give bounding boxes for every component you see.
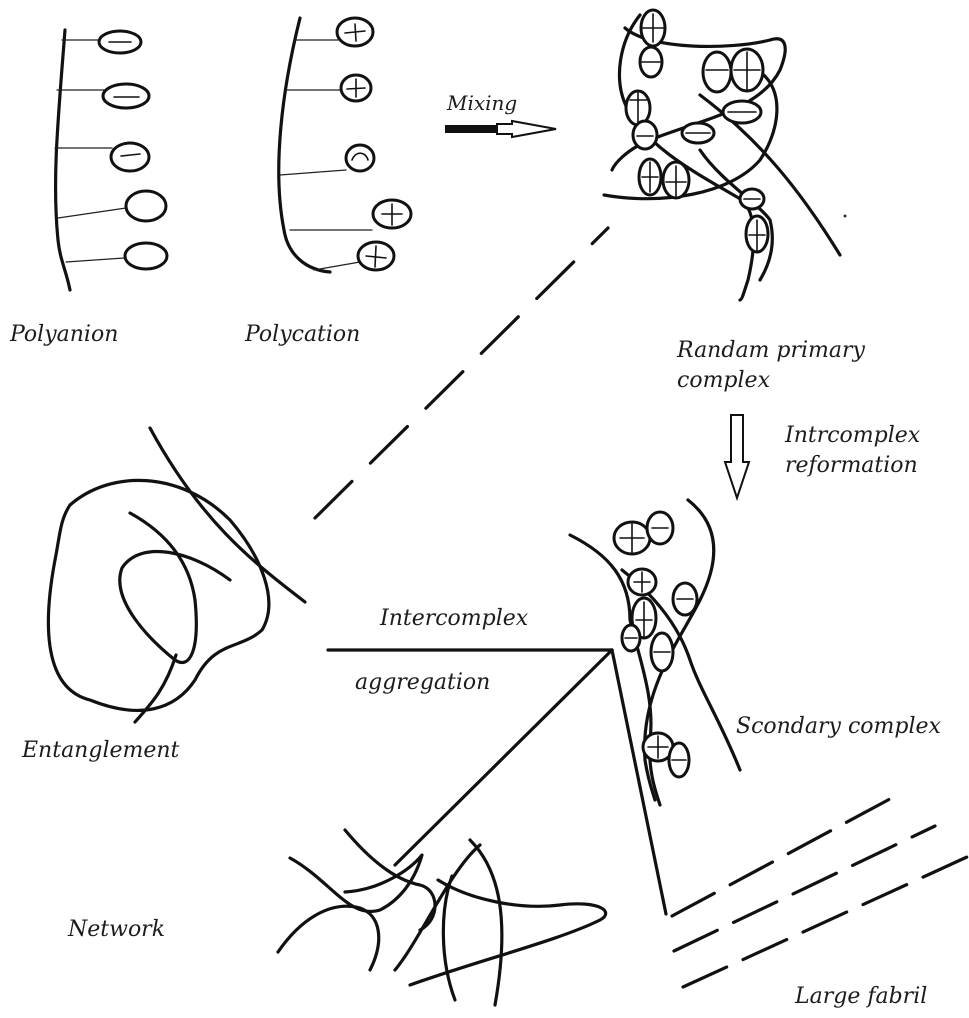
secondary-complex-figure bbox=[570, 500, 740, 805]
network-label: Network bbox=[68, 917, 165, 942]
intercomplex-label-line1: Intercomplex bbox=[380, 606, 528, 631]
entanglement-figure bbox=[48, 428, 305, 722]
mixing-arrow bbox=[445, 121, 556, 137]
random-primary-complex-label-line1: Randam primary bbox=[677, 338, 865, 363]
intracomplex-label-line1: Intrcomplex bbox=[785, 423, 920, 448]
large-fibril-figure bbox=[672, 793, 967, 987]
intracomplex-label-line2: reformation bbox=[785, 453, 918, 478]
entanglement-label: Entanglement bbox=[22, 738, 179, 763]
secondary-complex-label: Scondary complex bbox=[736, 714, 941, 739]
polycation-label: Polycation bbox=[245, 322, 360, 347]
reformation-arrow bbox=[725, 415, 749, 498]
polycation-figure bbox=[279, 18, 411, 272]
polyanion-figure bbox=[55, 30, 167, 290]
network-figure bbox=[278, 830, 606, 1005]
random-primary-complex-figure bbox=[604, 10, 847, 300]
dashed-connector bbox=[315, 228, 608, 518]
intercomplex-label-line2: aggregation bbox=[355, 670, 490, 695]
random-primary-complex-label-line2: complex bbox=[677, 368, 770, 393]
polyanion-label: Polyanion bbox=[10, 322, 118, 347]
mixing-label: Mixing bbox=[447, 92, 517, 115]
large-fibril-label: Large fabril bbox=[795, 984, 927, 1009]
